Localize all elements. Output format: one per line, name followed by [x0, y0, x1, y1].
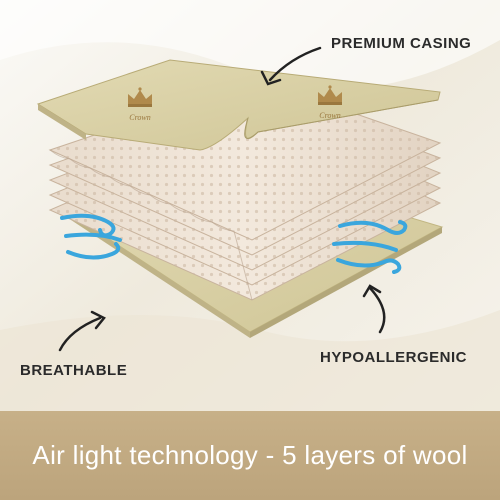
- breathable-label: BREATHABLE: [20, 362, 128, 379]
- banner-text: Air light technology - 5 layers of wool: [32, 440, 468, 470]
- top-casing: [36, 59, 441, 151]
- crown-icon: [128, 87, 152, 107]
- arrow-icon: [362, 284, 386, 334]
- arrow-icon: [260, 46, 322, 86]
- brand-mark-left: Crown: [129, 113, 151, 122]
- crown-icon: [318, 85, 342, 105]
- feature-banner: Air light technology - 5 layers of wool: [0, 411, 500, 500]
- airflow-icon: [60, 213, 122, 260]
- arrow-icon: [58, 310, 106, 352]
- premium-casing-label: PREMIUM CASING: [331, 35, 472, 52]
- hypoallergenic-label: HYPOALLERGENIC: [320, 349, 468, 366]
- brand-mark-right: Crown: [319, 111, 341, 120]
- product-illustration: Crown Crown: [0, 0, 500, 411]
- airflow-icon: [332, 220, 408, 274]
